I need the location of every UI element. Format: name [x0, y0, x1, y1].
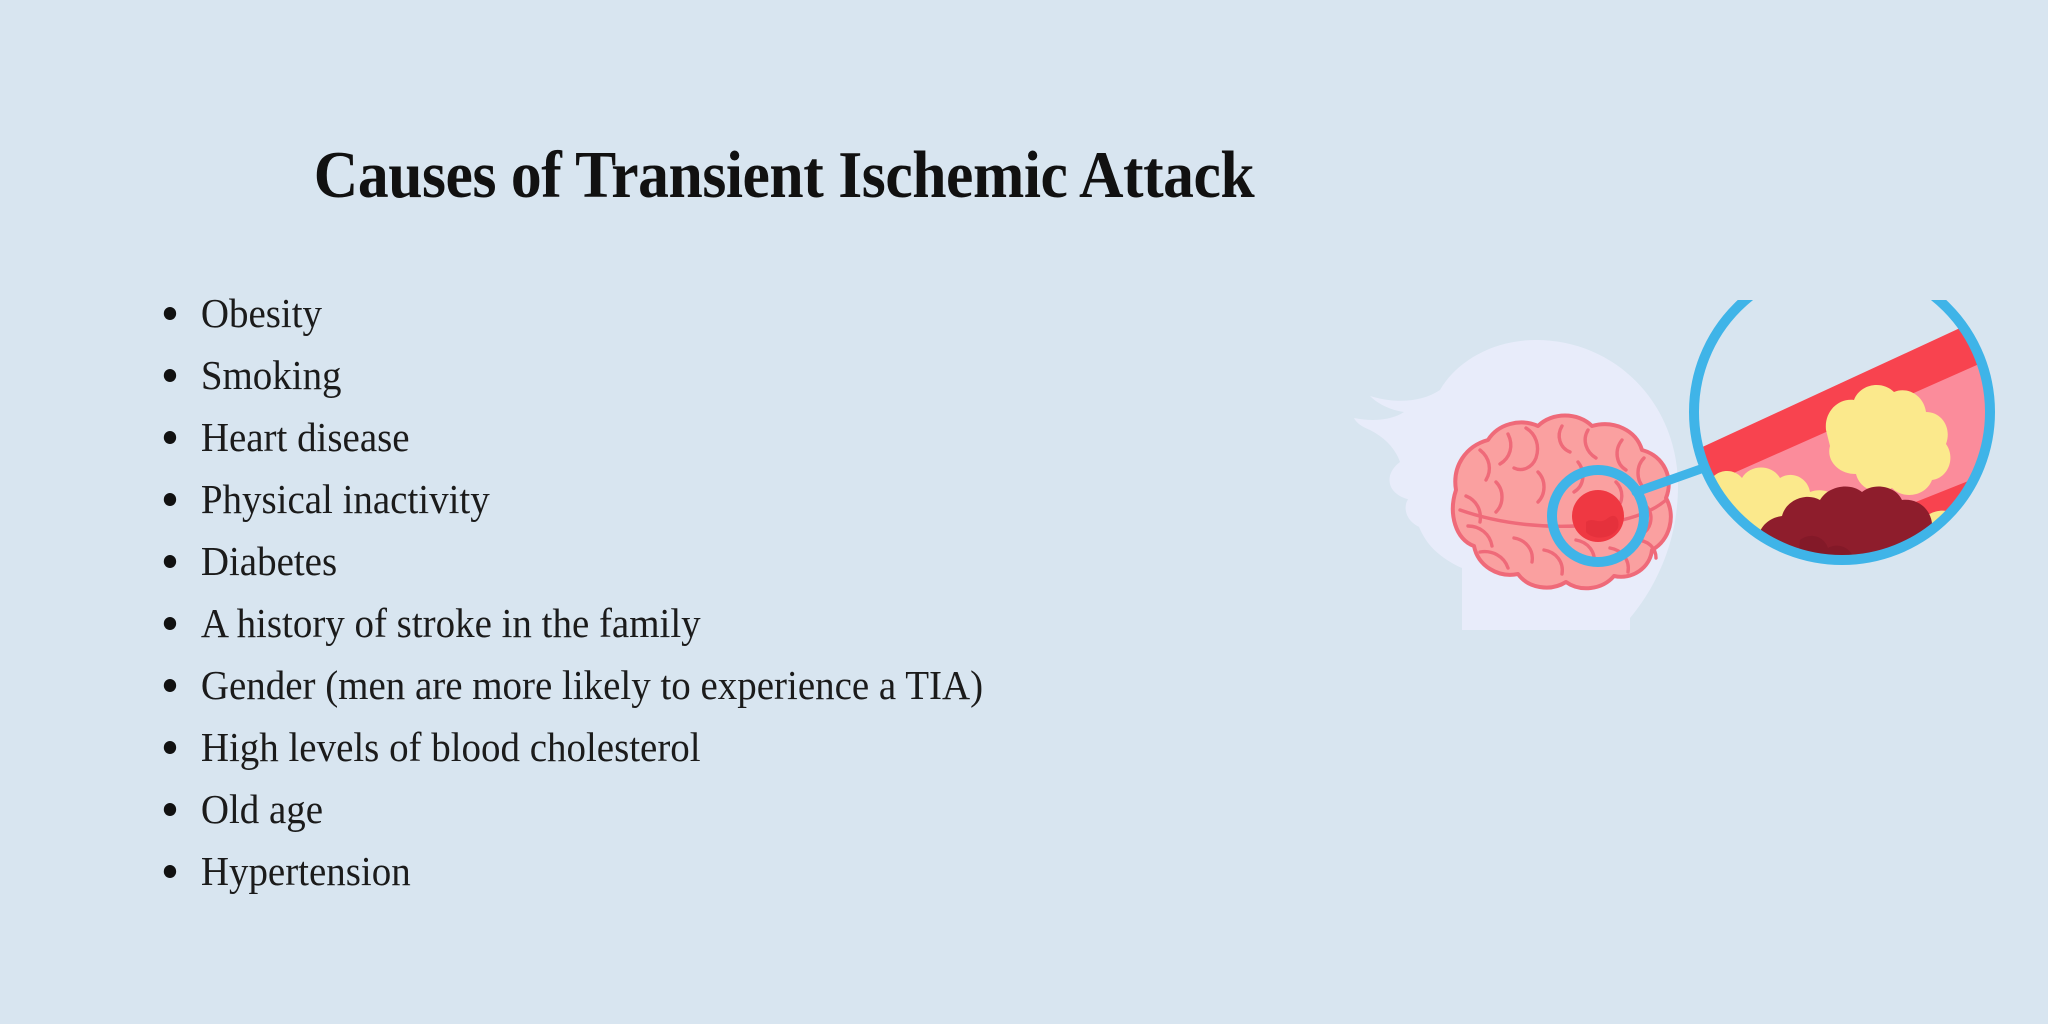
head-brain-artery-diagram: [1330, 300, 2030, 820]
list-item: Hypertension: [160, 840, 1300, 902]
bullet-icon: [163, 555, 177, 568]
bullet-icon: [163, 307, 177, 320]
list-item-label: Hypertension: [200, 848, 411, 894]
list-item: Old age: [160, 778, 1300, 840]
list-item-label: Physical inactivity: [200, 476, 490, 522]
list-item-label: Smoking: [200, 352, 342, 398]
bullet-icon: [163, 865, 177, 878]
artery-cross-section-icon: [1689, 300, 1995, 565]
list-item-label: High levels of blood cholesterol: [200, 724, 701, 770]
list-item: Physical inactivity: [160, 468, 1300, 530]
bullet-icon: [163, 617, 177, 630]
list-item: Heart disease: [160, 406, 1300, 468]
bullet-icon: [163, 431, 177, 444]
bullet-icon: [163, 369, 177, 382]
list-item-label: A history of stroke in the family: [200, 600, 701, 646]
list-item: A history of stroke in the family: [160, 592, 1300, 654]
bullet-icon: [163, 741, 177, 754]
causes-list: Obesity Smoking Heart disease Physical i…: [160, 282, 1360, 902]
list-item-label: Diabetes: [200, 538, 338, 584]
list-item: Obesity: [160, 282, 1300, 344]
list-item-label: Gender (men are more likely to experienc…: [200, 662, 984, 708]
list-item-label: Old age: [200, 786, 324, 832]
bullet-icon: [163, 493, 177, 506]
list-item-label: Heart disease: [200, 414, 410, 460]
brain-affected-spot-icon: [1572, 490, 1624, 542]
list-item-label: Obesity: [200, 290, 323, 336]
list-item: High levels of blood cholesterol: [160, 716, 1300, 778]
bullet-icon: [163, 803, 177, 816]
magnifier-circle-large-icon: [1689, 300, 1995, 565]
magnifier-circle-small-icon: [1547, 465, 1649, 567]
page-title: Causes of Transient Ischemic Attack: [313, 137, 1255, 212]
list-item: Smoking: [160, 344, 1300, 406]
bullet-icon: [163, 679, 177, 692]
list-item: Diabetes: [160, 530, 1300, 592]
list-item: Gender (men are more likely to experienc…: [160, 654, 1300, 716]
